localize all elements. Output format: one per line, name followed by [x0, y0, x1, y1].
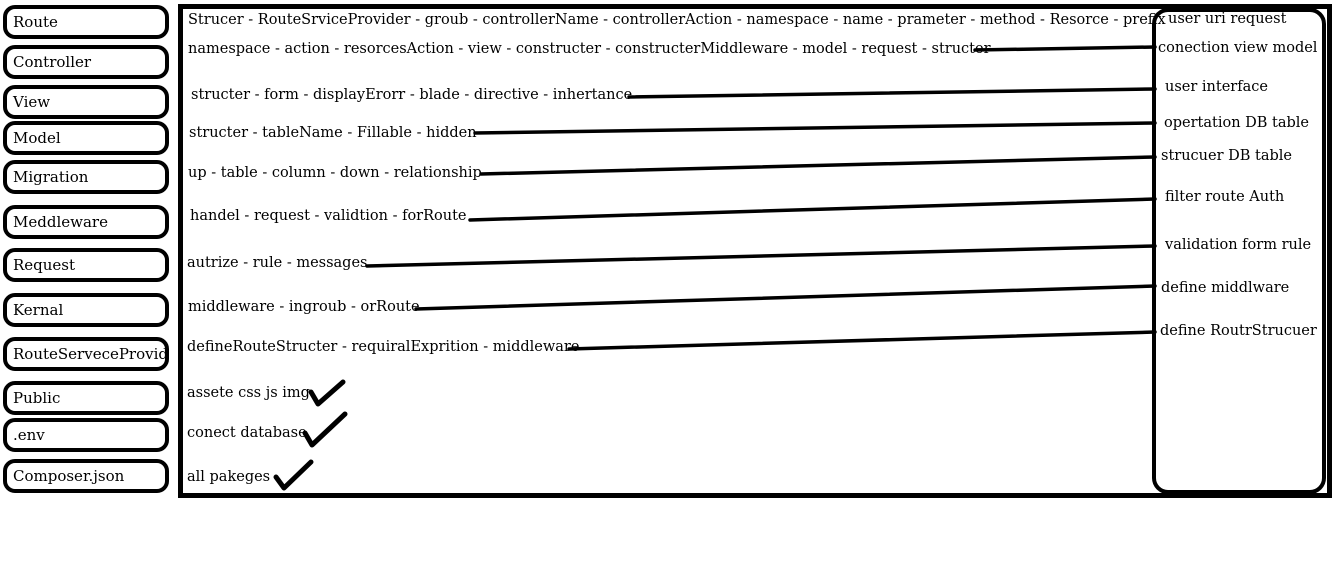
box-label: Migration	[13, 168, 89, 186]
right-label: conection view model	[1158, 40, 1318, 56]
right-label: strucuer DB table	[1161, 148, 1292, 164]
box-kernal: Kernal	[3, 293, 169, 327]
right-label: user interface	[1165, 79, 1268, 95]
box-controller: Controller	[3, 45, 169, 79]
view-description: structer - form - displayErorr - blade -…	[191, 87, 633, 103]
box-label: RouteServeceProvider	[13, 345, 169, 363]
box-label: Route	[13, 13, 58, 31]
box-public: Public	[3, 381, 169, 415]
box-label: Request	[13, 256, 76, 274]
box-meddleware: Meddleware	[3, 205, 169, 239]
routeserviceprovider-description: defineRouteStructer - requiralExprition …	[187, 339, 580, 355]
right-label: define RoutrStrucuer	[1160, 323, 1317, 339]
box-label: Model	[13, 129, 61, 147]
box-view: View	[3, 85, 169, 119]
box-composer-json: Composer.json	[3, 459, 169, 493]
box-migration: Migration	[3, 160, 169, 194]
right-label: filter route Auth	[1165, 189, 1285, 205]
box-env: .env	[3, 418, 169, 452]
model-description: structer - tableName - Fillable - hidden	[189, 125, 477, 141]
env-description: conect database	[187, 425, 307, 441]
box-label: .env	[13, 426, 45, 444]
meddleware-description: handel - request - validtion - forRoute	[190, 208, 467, 224]
right-label: define middlware	[1161, 280, 1290, 296]
box-label: Public	[13, 389, 61, 407]
right-label: user uri request	[1168, 11, 1287, 27]
controller-description: namespace - action - resorcesAction - vi…	[188, 41, 991, 57]
box-label: Controller	[13, 53, 92, 71]
public-description: assete css js img	[187, 385, 310, 401]
composer-description: all pakeges	[187, 469, 271, 485]
box-model: Model	[3, 121, 169, 155]
box-route: Route	[3, 5, 169, 39]
box-label: Kernal	[13, 301, 64, 319]
request-description: autrize - rule - messages	[187, 255, 368, 271]
box-label: View	[13, 93, 51, 111]
right-label: validation form rule	[1165, 237, 1312, 253]
box-label: Composer.json	[13, 467, 125, 485]
box-label: Meddleware	[13, 213, 108, 231]
box-routeserveceprovider: RouteServeceProvider	[3, 337, 169, 371]
right-label: opertation DB table	[1164, 115, 1309, 131]
box-request: Request	[3, 248, 169, 282]
route-description: Strucer - RouteSrviceProvider - groub - …	[188, 12, 1166, 28]
kernal-description: middleware - ingroub - orRoute	[188, 299, 420, 315]
migration-description: up - table - column - down - relationshi…	[188, 165, 482, 181]
